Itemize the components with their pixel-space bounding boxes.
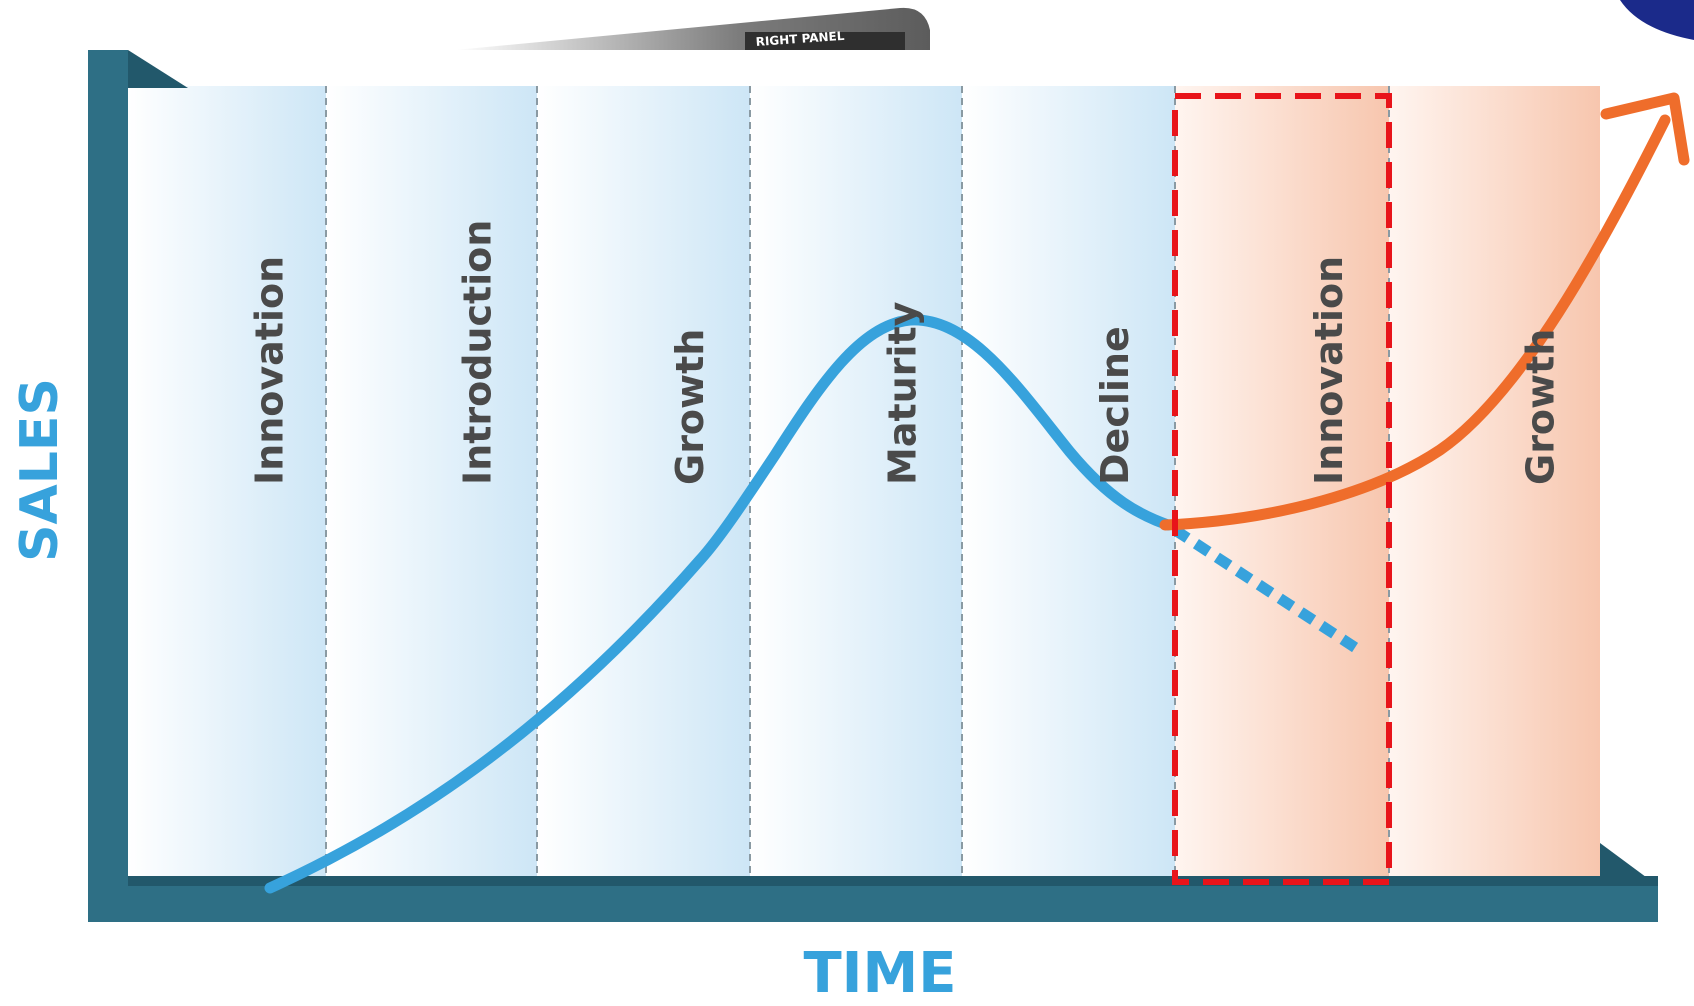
top-clipped-panel: RIGHT PANEL [455, 7, 930, 51]
current-product-curve [264, 314, 1174, 894]
stage-band-7 [1389, 86, 1600, 886]
stage-band-2 [326, 86, 537, 886]
axis-frame [88, 50, 1658, 922]
y-axis-label: SALES [10, 378, 70, 562]
stage-band-3 [537, 86, 750, 886]
stage-band-4 [750, 86, 962, 886]
stage-bands [128, 86, 1600, 886]
highlight-box [1172, 93, 1392, 885]
stage-label-growth: Growth [1519, 329, 1563, 485]
x-axis-bar [88, 886, 1658, 922]
stage-label-maturity: Maturity [880, 301, 924, 485]
x-axis-label: TIME [803, 941, 956, 1002]
y-axis-bar [88, 50, 128, 922]
renewal-curve [1159, 114, 1671, 531]
stage-labels: Innovation Introduction Growth Maturity Decl… [247, 220, 1562, 485]
stage-label-growth: Growth [668, 329, 712, 485]
stage-band-1 [128, 86, 326, 886]
circle-badge-icon [1620, 0, 1694, 40]
stage-label-introduction: Introduction [456, 220, 500, 485]
stage-band-5 [962, 86, 1175, 886]
top-panel-text: RIGHT PANEL [755, 29, 845, 49]
stage-label-innovation: Innovation [1307, 256, 1351, 485]
arrow-head-icon [1600, 92, 1690, 166]
sales-curves [264, 92, 1690, 894]
stage-label-decline: Decline [1093, 326, 1137, 485]
decline-projection-dashed [1171, 525, 1366, 657]
stage-label-innovation: Innovation [247, 256, 291, 485]
